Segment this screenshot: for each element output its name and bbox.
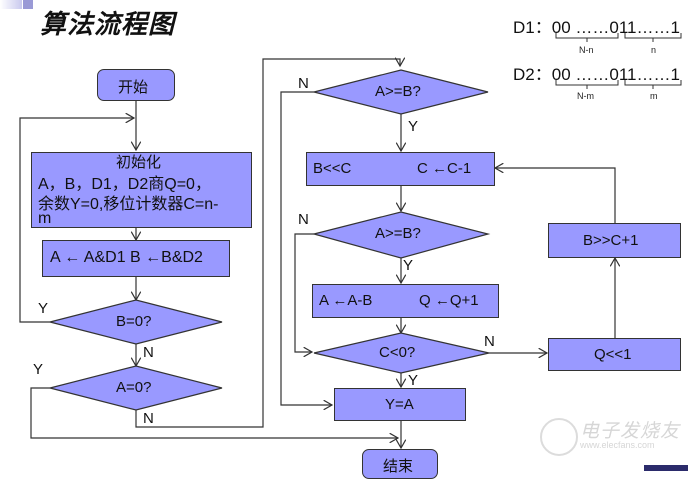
legend-d2: D2：00 ……011……1 <box>513 60 680 85</box>
brace-d2-ones <box>624 80 682 89</box>
mask-node: A ← A&D1 B ←B&D2 <box>42 240 230 277</box>
edge-azero-yes <box>30 387 398 438</box>
shift-node: B<<C C ←C-1 <box>306 152 495 186</box>
q-shift-node: Q<<1 <box>548 338 681 371</box>
slide-decoration-square <box>23 0 33 9</box>
watermark-logo-icon <box>540 418 578 456</box>
label-age-b1-yes: Y <box>408 118 419 135</box>
legend-d1-label: D1： <box>513 18 552 37</box>
edge-bshr-shl <box>495 168 616 223</box>
label-bzero-yes: Y <box>38 300 49 317</box>
init-title: 初始化 <box>116 154 162 171</box>
label-cneg-no: N <box>484 333 495 350</box>
label-age-b2-no: N <box>298 211 309 228</box>
watermark-name: 电子发烧友 <box>580 421 681 442</box>
start-node: 开始 <box>97 69 175 101</box>
watermark-url: www.elecfans.com <box>580 440 655 450</box>
diamond-b-zero <box>49 299 223 345</box>
b-zero-text: B=0? <box>116 313 152 330</box>
init-line2: 余数Y=0,移位计数器C=n- <box>38 196 219 213</box>
edge-azero-no <box>135 59 400 428</box>
legend-d2-ones-label: m <box>650 91 658 101</box>
diamond-a-ge-b-1 <box>313 69 489 115</box>
label-cneg-yes: Y <box>408 372 419 389</box>
c-neg-text: C<0? <box>379 344 416 361</box>
label-bzero-no: N <box>143 344 154 361</box>
label-age-b1-no: N <box>298 75 309 92</box>
init-line1: A，B，D1，D2商Q=0， <box>38 176 211 193</box>
shift-left-b-text: B<<C <box>313 160 352 177</box>
y-eq-a-node: Y=A <box>334 388 466 421</box>
diamond-a-ge-b-2 <box>311 211 491 259</box>
init-line3: m <box>38 210 52 227</box>
end-node: 结束 <box>362 449 438 479</box>
sub-node: A ←A-B Q ←Q+1 <box>312 284 499 318</box>
label-age-b2-yes: Y <box>403 257 414 274</box>
legend-d1-bits: 00 ……011……1 <box>551 18 680 37</box>
brace-d1-zeros <box>555 33 619 42</box>
edge-age-b1-no <box>280 91 332 405</box>
edge-age-b2-no <box>294 233 314 352</box>
dec-c-text: C ←C-1 <box>417 160 472 177</box>
label-azero-no: N <box>143 410 154 427</box>
label-azero-yes: Y <box>33 361 44 378</box>
diamond-c-neg <box>313 332 490 374</box>
sub-text: A ←A-B <box>319 292 373 309</box>
a-zero-text: A=0? <box>116 379 152 396</box>
legend-d2-bits: 00 ……011……1 <box>551 65 680 84</box>
legend-d1-ones-label: n <box>651 45 657 55</box>
inc-q-text: Q ←Q+1 <box>419 292 479 309</box>
a-ge-b-2-text: A>=B? <box>375 225 421 242</box>
init-node: 初始化 A，B，D1，D2商Q=0， 余数Y=0,移位计数器C=n- m <box>31 152 252 228</box>
legend-d2-zeros-label: N-m <box>577 91 594 101</box>
brace-d2-zeros <box>555 80 619 89</box>
a-ge-b-1-text: A>=B? <box>375 83 421 100</box>
page-number-tab <box>644 465 688 471</box>
b-shift-right-node: B>>C+1 <box>548 223 681 258</box>
legend-d1-zeros-label: N-n <box>579 45 594 55</box>
page-title: 算法流程图 <box>40 10 176 40</box>
legend-d2-label: D2： <box>513 65 552 84</box>
brace-d1-ones <box>624 33 682 42</box>
edge-bzero-yes <box>19 118 134 323</box>
slide-decoration-gradient <box>0 0 22 9</box>
diamond-a-zero <box>49 365 223 411</box>
legend-d1: D1：00 ……011……1 <box>513 13 680 38</box>
